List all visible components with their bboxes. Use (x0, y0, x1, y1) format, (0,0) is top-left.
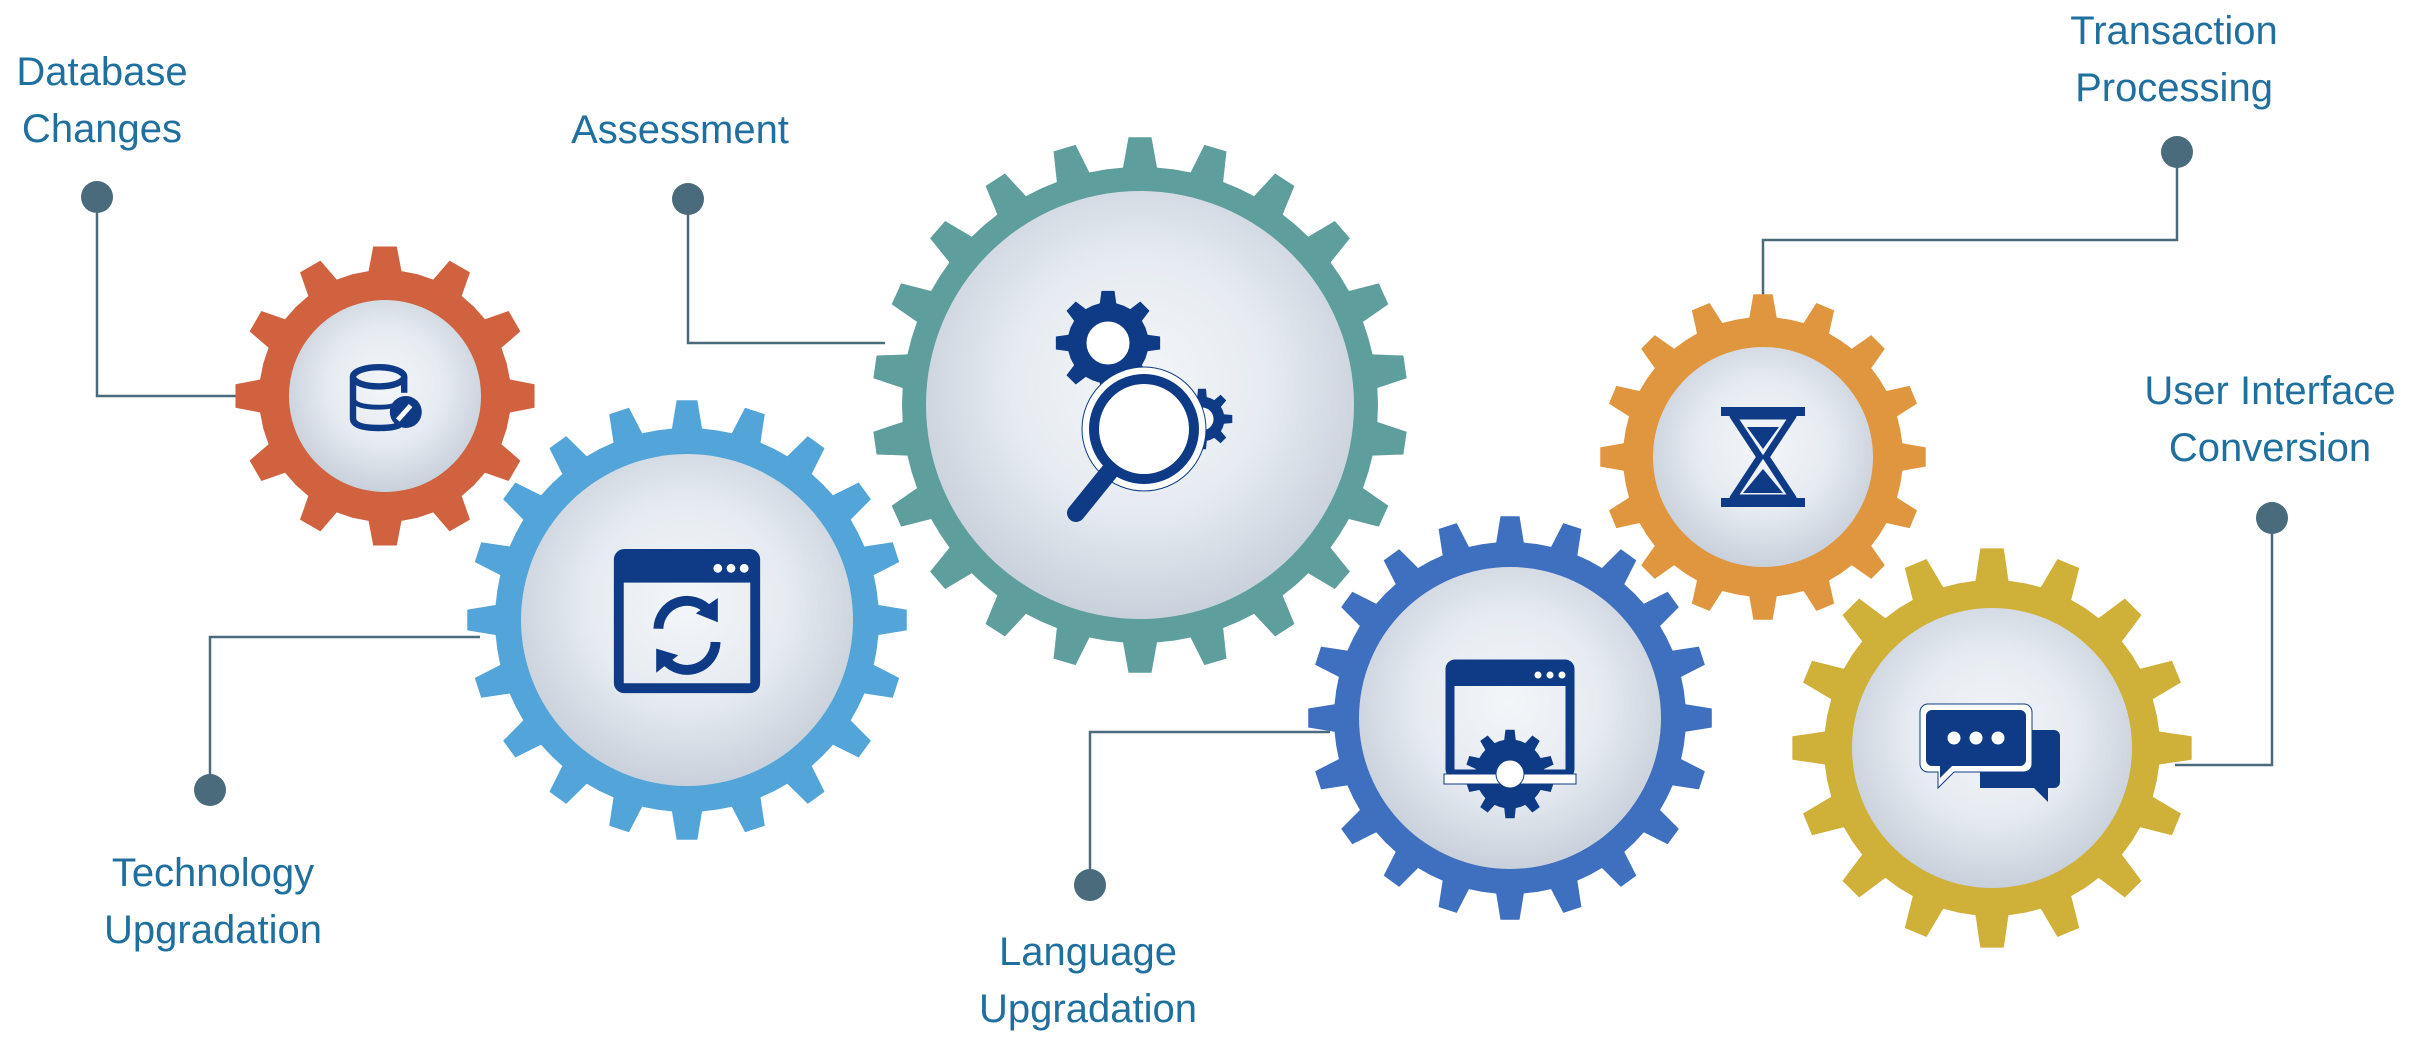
database-edit-icon (349, 363, 422, 432)
dot-ui-conversion (2256, 502, 2288, 534)
label-line: Conversion (2168, 426, 2372, 470)
label-technology-upgradation: Technology Upgradation (104, 845, 322, 959)
label-user-interface-conversion: User Interface Conversion (2144, 363, 2395, 477)
label-database-changes: Database Changes (16, 44, 187, 158)
dot-database (81, 181, 113, 213)
gear-face (521, 454, 853, 786)
browser-refresh-icon (613, 549, 761, 694)
label-line: User Interface (2144, 369, 2396, 413)
label-language-upgradation: Language Upgradation (979, 924, 1197, 1038)
connector-technology (208, 635, 480, 790)
connector-assessment (686, 199, 885, 345)
label-line: Database (16, 50, 188, 94)
label-line: Technology (111, 851, 315, 895)
gear-language-upgradation (1308, 516, 1712, 920)
gear-database-changes (235, 246, 535, 546)
gear-user-interface-conversion (1792, 548, 2192, 948)
label-line: Processing (2075, 66, 2273, 110)
dot-assessment (672, 183, 704, 215)
connector-language (1088, 730, 1330, 885)
browser-settings-icon (1443, 659, 1577, 819)
gear-face (1359, 567, 1661, 869)
gear-assessment (873, 137, 1407, 673)
label-assessment: Assessment (571, 102, 789, 159)
label-line: Language (999, 930, 1177, 974)
connector-database (95, 197, 248, 398)
dot-transaction (2161, 136, 2193, 168)
gear-transaction-processing (1600, 294, 1926, 620)
label-line: Transaction (2070, 9, 2278, 53)
label-line: Upgradation (979, 987, 1197, 1031)
dot-language (1074, 869, 1106, 901)
gear-technology-upgradation (467, 400, 907, 840)
connector-ui-conversion (2175, 518, 2274, 767)
hourglass-icon (1721, 407, 1805, 507)
label-line: Assessment (571, 108, 789, 152)
connector-lines (95, 152, 2274, 885)
chat-bubbles-icon (1919, 703, 2060, 802)
gear-face (289, 300, 481, 492)
label-transaction-processing: Transaction Processing (2070, 3, 2278, 117)
dot-technology (194, 774, 226, 806)
label-line: Changes (21, 107, 183, 151)
connector-transaction (1761, 152, 2179, 300)
connector-dots (81, 136, 2288, 901)
label-line: Upgradation (104, 908, 322, 952)
gears-magnifier-icon (1055, 290, 1233, 522)
